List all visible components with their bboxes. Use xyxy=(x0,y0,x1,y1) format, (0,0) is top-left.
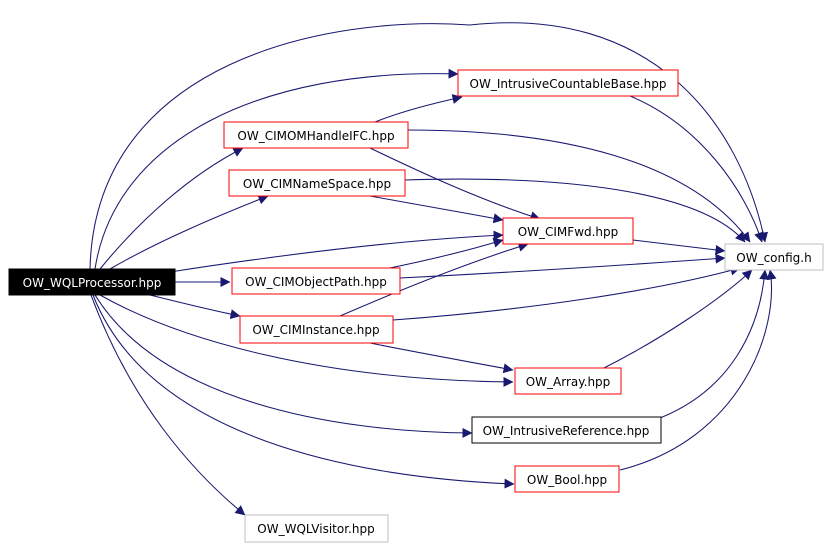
edge-path xyxy=(379,237,504,271)
node-label: OW_CIMNameSpace.hpp xyxy=(243,177,391,191)
node-label: OW_IntrusiveReference.hpp xyxy=(483,424,650,438)
node-box xyxy=(228,169,406,197)
edge-intrusive-reference-to-config xyxy=(659,269,770,419)
node-cimobjectpath[interactable]: OW_CIMObjectPath.hpp xyxy=(231,267,401,295)
edge-bool-to-config xyxy=(619,269,777,471)
edge-path xyxy=(619,269,777,471)
edge-ciminstance-to-array xyxy=(369,342,514,374)
edge-path xyxy=(404,178,746,243)
node-label: OW_Bool.hpp xyxy=(527,473,607,487)
edge-path xyxy=(99,147,244,270)
edge-root-to-config xyxy=(89,22,768,270)
edge-root-to-array xyxy=(99,294,514,387)
edge-path xyxy=(659,269,770,419)
node-box xyxy=(514,465,620,493)
edge-path xyxy=(149,294,241,320)
node-intrusive-reference[interactable]: OW_IntrusiveReference.hpp xyxy=(471,416,662,444)
edge-cimfwd-to-config xyxy=(632,239,726,255)
node-wqlvisitor[interactable]: OW_WQLVisitor.hpp xyxy=(244,514,389,543)
node-config[interactable]: OW_config.h xyxy=(724,243,824,271)
edge-root-to-cimnamespace xyxy=(109,194,269,270)
edge-path xyxy=(374,94,463,123)
node-label: OW_config.h xyxy=(736,251,811,265)
edge-root-to-bool xyxy=(92,294,515,489)
node-box xyxy=(244,514,389,543)
node-box xyxy=(471,416,662,444)
node-label: OW_IntrusiveCountableBase.hpp xyxy=(470,77,667,91)
edge-path xyxy=(89,22,768,270)
node-label: OW_CIMInstance.hpp xyxy=(252,323,379,337)
edge-cimomhandleifc-to-cimfwd xyxy=(369,147,541,221)
node-box xyxy=(457,69,679,97)
node-array[interactable]: OW_Array.hpp xyxy=(514,367,622,395)
edge-path xyxy=(369,342,514,374)
edge-root-to-ciminstance xyxy=(149,294,241,320)
edge-path xyxy=(169,230,504,273)
node-intrusive-countable-base[interactable]: OW_IntrusiveCountableBase.hpp xyxy=(457,69,679,97)
edge-root-to-cimfwd xyxy=(169,230,504,273)
edge-cimnamespace-to-cimfwd xyxy=(369,195,504,224)
edge-cimomhandleifc-to-config xyxy=(407,129,751,243)
node-bool[interactable]: OW_Bool.hpp xyxy=(514,465,620,493)
node-box xyxy=(724,243,824,271)
edge-layer xyxy=(89,22,777,516)
node-box xyxy=(231,267,401,295)
edge-root-to-intrusive-reference xyxy=(94,294,473,438)
edge-cimobjectpath-to-cimfwd xyxy=(379,237,504,271)
edge-path xyxy=(629,95,764,243)
edge-ciminstance-to-cimfwd xyxy=(339,242,529,317)
edge-path xyxy=(392,265,741,321)
node-label: OW_CIMOMHandleIFC.hpp xyxy=(237,129,394,143)
edge-ciminstance-to-config xyxy=(392,265,741,321)
node-label: OW_CIMObjectPath.hpp xyxy=(245,275,387,289)
node-layer: OW_WQLProcessor.hpp OW_IntrusiveCountabl… xyxy=(8,69,824,543)
edge-path xyxy=(94,294,473,438)
node-box xyxy=(223,121,409,149)
node-ciminstance[interactable]: OW_CIMInstance.hpp xyxy=(239,315,394,344)
edge-path xyxy=(339,242,529,317)
edge-path xyxy=(92,294,515,489)
edge-path xyxy=(99,294,514,387)
edge-path xyxy=(407,129,751,243)
edge-path xyxy=(632,239,726,255)
node-cimfwd[interactable]: OW_CIMFwd.hpp xyxy=(502,217,634,245)
node-label: OW_WQLVisitor.hpp xyxy=(257,522,374,536)
edge-path xyxy=(90,294,246,516)
node-cimomhandleifc[interactable]: OW_CIMOMHandleIFC.hpp xyxy=(223,121,409,149)
edge-array-to-config xyxy=(599,269,753,371)
edge-path xyxy=(94,68,459,270)
node-box xyxy=(239,315,394,344)
node-wqlprocessor-root[interactable]: OW_WQLProcessor.hpp xyxy=(8,268,176,296)
node-label: OW_Array.hpp xyxy=(526,375,611,389)
edge-cimomhandleifc-to-intrusive-countable-base xyxy=(374,94,463,123)
edge-root-to-cimomhandleifc xyxy=(99,147,244,270)
edge-path xyxy=(109,194,269,270)
edge-path xyxy=(369,195,504,224)
edge-path xyxy=(399,253,726,279)
edge-path xyxy=(369,147,541,221)
node-box xyxy=(8,268,176,296)
node-cimnamespace[interactable]: OW_CIMNameSpace.hpp xyxy=(228,169,406,197)
node-label: OW_WQLProcessor.hpp xyxy=(23,276,162,290)
edge-root-to-intrusive-countable-base xyxy=(94,68,459,270)
edge-cimnamespace-to-config xyxy=(404,178,746,243)
edge-root-to-wqlvisitor xyxy=(90,294,246,516)
edge-intrusive-countable-base-to-config xyxy=(629,95,764,243)
node-label: OW_CIMFwd.hpp xyxy=(518,225,619,239)
node-box xyxy=(514,367,622,395)
node-box xyxy=(502,217,634,245)
edge-path xyxy=(599,269,753,371)
edge-cimobjectpath-to-config xyxy=(399,253,726,279)
